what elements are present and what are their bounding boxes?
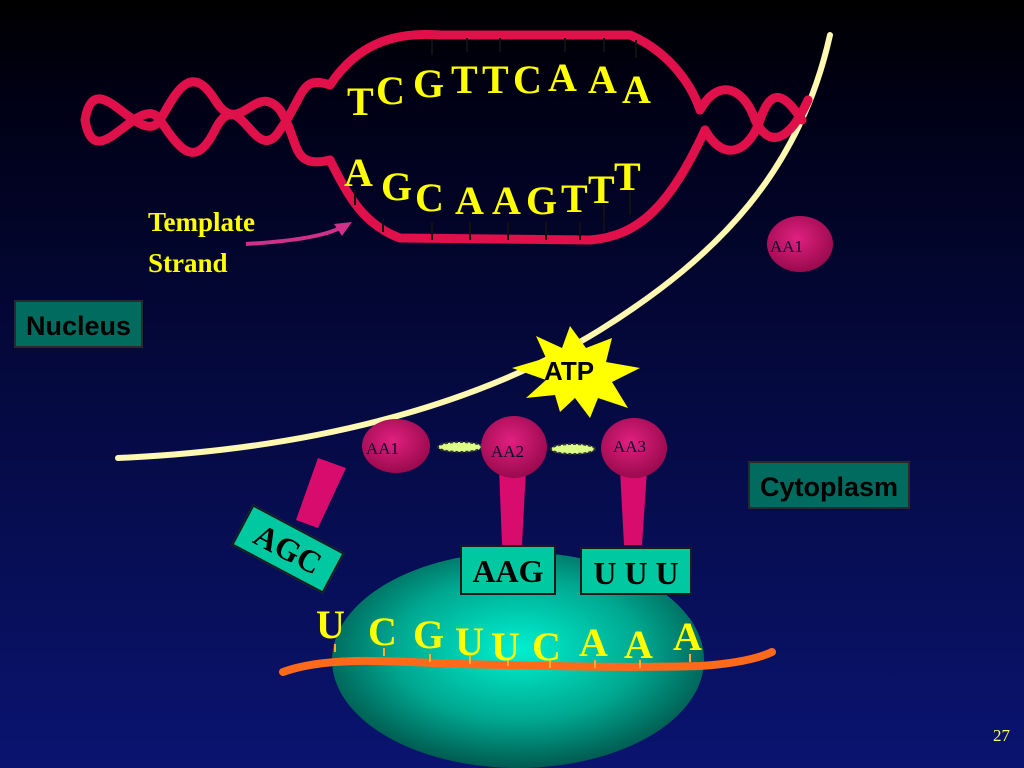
dna-bottom-base: T bbox=[561, 176, 588, 221]
atp-label: ATP bbox=[544, 356, 594, 386]
trna-anticodon-3: U U U bbox=[580, 547, 692, 595]
nuclear-membrane bbox=[115, 32, 833, 461]
mrna-base: G bbox=[413, 612, 444, 657]
dna-top-base: A bbox=[622, 67, 651, 112]
dna-bottom-base: A bbox=[492, 178, 521, 223]
dna-top-base: G bbox=[413, 61, 444, 106]
trna-anticodon-2: AAG bbox=[460, 545, 556, 595]
template-label: Template bbox=[148, 207, 255, 237]
dna-top-base: T bbox=[451, 57, 478, 102]
template-arrowhead bbox=[334, 222, 352, 236]
template-arrow bbox=[245, 226, 341, 246]
dna-top-base: T bbox=[347, 79, 374, 124]
mrna-base: A bbox=[624, 622, 653, 667]
mrna-base: U bbox=[316, 602, 345, 647]
amino-acid-free bbox=[767, 216, 833, 272]
atp-burst bbox=[512, 326, 640, 418]
dna-bottom-base: A bbox=[455, 178, 484, 223]
mrna-base: C bbox=[368, 609, 397, 654]
dna-top-base: A bbox=[548, 55, 577, 100]
dna-top-base: C bbox=[513, 57, 542, 102]
page-number: 27 bbox=[993, 726, 1010, 745]
dna-top-base: A bbox=[588, 57, 617, 102]
mrna-ticks bbox=[334, 644, 691, 668]
amino-acid-chain-label: AA2 bbox=[491, 442, 524, 461]
amino-acid-chain bbox=[481, 416, 547, 478]
dna-bottom-base: C bbox=[415, 175, 444, 220]
dna-top-base: T bbox=[482, 57, 509, 102]
dna-double-helix bbox=[80, 29, 813, 245]
dna-bottom-base: G bbox=[381, 164, 412, 209]
dna-top-base: C bbox=[376, 68, 405, 113]
strand-label: Strand bbox=[148, 248, 228, 278]
ribosome bbox=[332, 552, 704, 768]
nucleus-label: Nucleus bbox=[14, 300, 144, 348]
trna-stem-1 bbox=[296, 458, 346, 528]
amino-acid-chain bbox=[362, 419, 430, 473]
amino-acid-chain-label: AA3 bbox=[613, 437, 646, 456]
peptide-bond bbox=[437, 441, 483, 453]
cytoplasm-label: Cytoplasm bbox=[748, 461, 911, 509]
dna-bottom-base: G bbox=[526, 178, 557, 223]
mrna-strand bbox=[279, 648, 776, 676]
amino-acid-chain bbox=[601, 418, 667, 478]
dna-bottom-base: T bbox=[588, 167, 615, 212]
mrna-base: U bbox=[491, 624, 520, 669]
dna-bottom-base: T bbox=[614, 154, 641, 199]
trna-stem-2 bbox=[499, 468, 526, 545]
amino-acid-free-label: AA1 bbox=[770, 237, 803, 256]
mrna-base: A bbox=[579, 620, 608, 665]
mrna-base: C bbox=[532, 624, 561, 669]
dna-bottom-base: A bbox=[344, 150, 373, 195]
mrna-base: A bbox=[673, 614, 702, 659]
mrna-base: U bbox=[455, 619, 484, 664]
amino-acid-chain-label: AA1 bbox=[366, 439, 399, 458]
peptide-bond bbox=[550, 443, 596, 455]
dna-rungs bbox=[354, 38, 637, 240]
trna-stem-3 bbox=[620, 470, 647, 545]
